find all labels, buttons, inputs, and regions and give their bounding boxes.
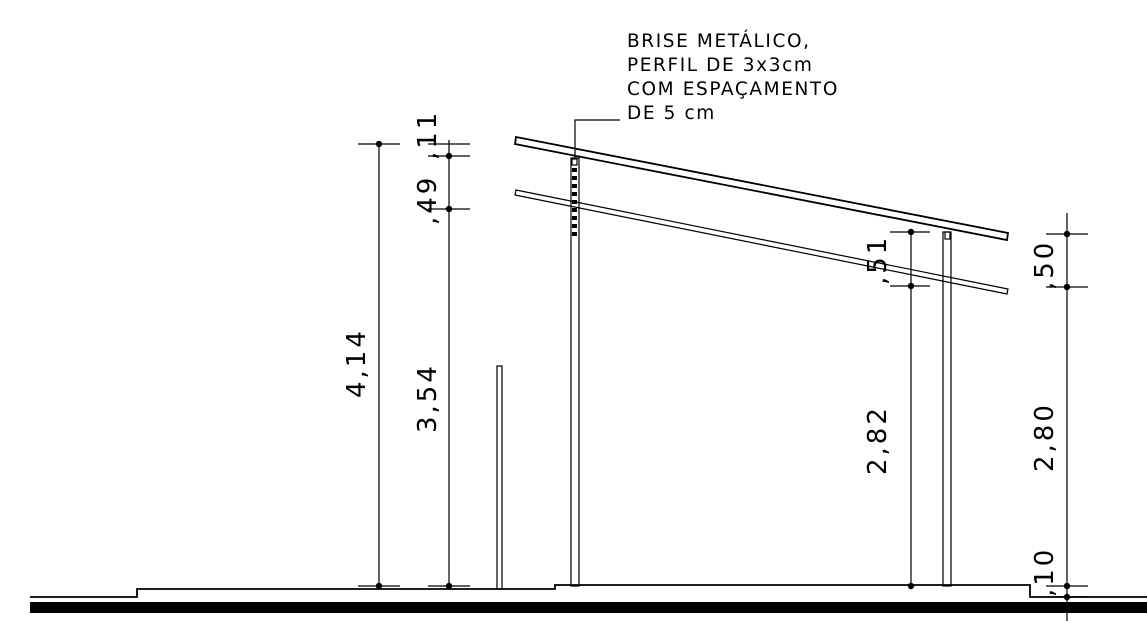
note-line-3: COM ESPAÇAMENTO <box>627 79 839 100</box>
dim-label-0-50: ,50 <box>1030 240 1060 290</box>
brise-slat <box>572 216 577 220</box>
brise-slat <box>572 224 577 228</box>
dim-label-2-82: 2,82 <box>863 405 893 475</box>
dimension-left-outer: 4,14 <box>342 140 400 590</box>
dim-label-2-80: 2,80 <box>1030 402 1060 472</box>
left-column <box>570 157 580 587</box>
note-line-1: BRISE METÁLICO, <box>627 30 811 52</box>
dim-label-0-10: ,10 <box>1030 547 1060 597</box>
dim-tick <box>1063 230 1071 238</box>
brise-slat <box>572 208 577 212</box>
brise-cap <box>571 158 578 166</box>
note-line-4: DE 5 cm <box>627 103 716 124</box>
roof-beams <box>513 135 1010 295</box>
standalone-post <box>496 365 503 590</box>
dim-tick <box>907 582 915 590</box>
ground-band <box>30 602 1147 613</box>
ground-slab <box>30 584 1147 613</box>
dim-label-0-51: ,51 <box>863 235 893 285</box>
dim-tick <box>1063 593 1071 601</box>
brise-slat <box>572 176 577 180</box>
right-post-cap <box>944 231 951 240</box>
lower-roof-beam <box>514 189 1009 295</box>
brise-note: BRISE METÁLICO, PERFIL DE 3x3cm COM ESPA… <box>627 30 839 124</box>
dim-label-0-11: ,11 <box>413 110 443 160</box>
brise-slats <box>571 158 578 236</box>
right-post-b <box>942 231 952 587</box>
dim-tick <box>375 140 383 148</box>
dimension-right-post: 2,82 ,51 <box>863 228 930 590</box>
dimension-left-inner: 3,54 ,49 ,11 <box>413 110 470 590</box>
left-column-shape <box>570 157 580 587</box>
dim-tick <box>445 152 453 160</box>
note-line-2: PERFIL DE 3x3cm <box>627 55 813 76</box>
dim-tick <box>445 582 453 590</box>
dim-tick <box>1063 582 1071 590</box>
brise-slat <box>572 168 577 172</box>
dim-tick <box>1063 283 1071 291</box>
dim-tick <box>445 205 453 213</box>
floor-profile <box>30 584 1147 598</box>
dim-label-3-54: 3,54 <box>413 363 443 433</box>
brise-slat <box>572 192 577 196</box>
leader-line <box>574 119 620 158</box>
brise-slat <box>572 184 577 188</box>
dim-label-4-14: 4,14 <box>342 328 372 398</box>
note-leader <box>574 119 620 158</box>
dimension-right-outer: 2,80 ,50 ,10 <box>1030 213 1088 621</box>
upper-roof-beam <box>513 135 1010 242</box>
dim-label-0-49: ,49 <box>413 175 443 225</box>
brise-slat <box>572 232 577 236</box>
standalone-post-shape <box>496 365 503 590</box>
dim-tick <box>375 582 383 590</box>
right-columns <box>910 231 952 587</box>
